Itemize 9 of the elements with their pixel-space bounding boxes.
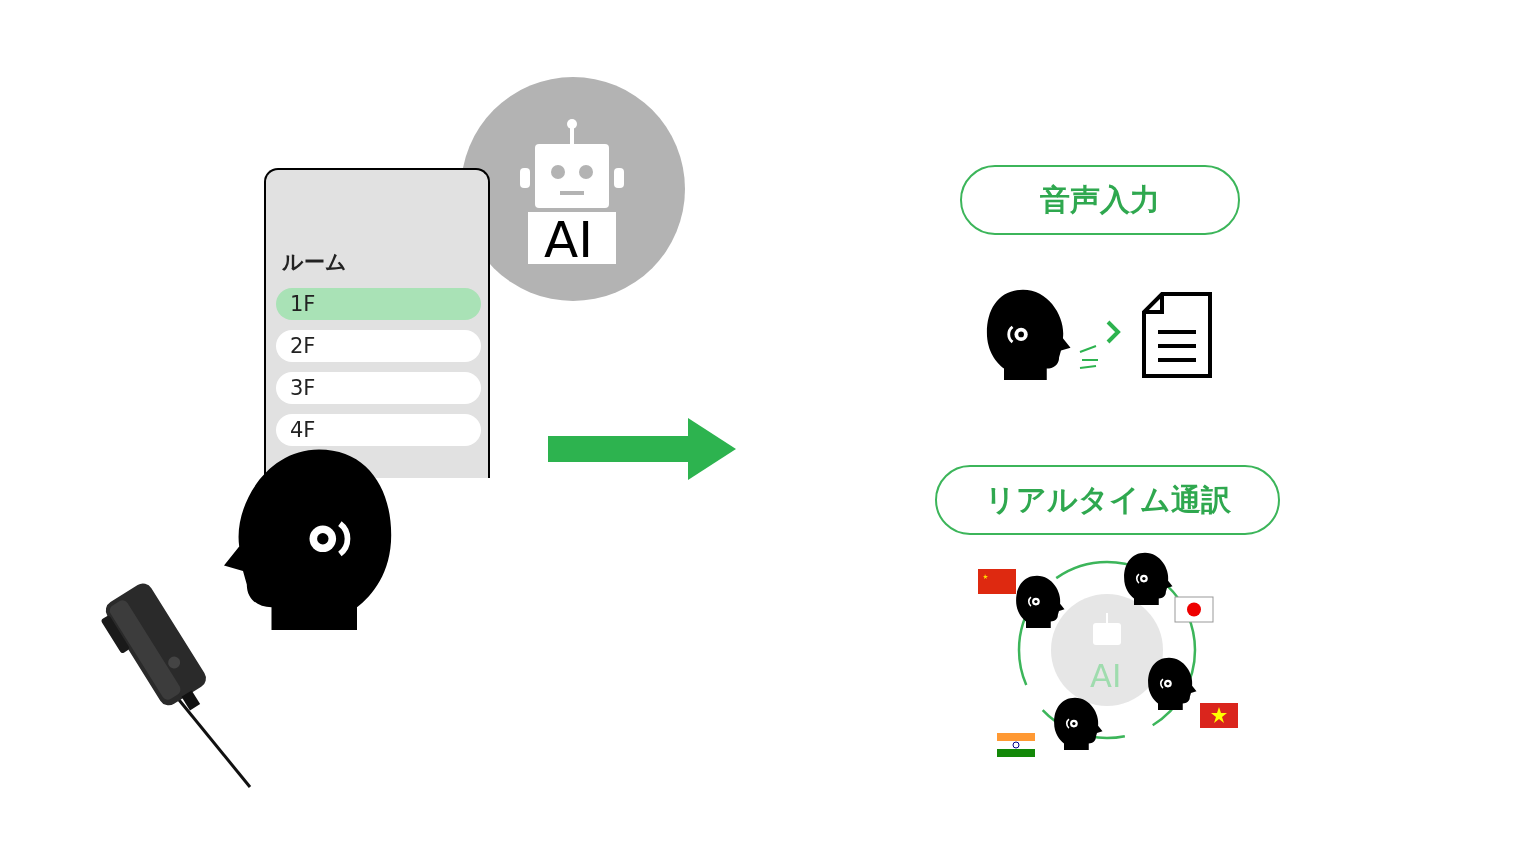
room-option: 4F bbox=[276, 414, 481, 446]
room-option: 1F bbox=[276, 288, 481, 320]
ai-label: AI bbox=[1090, 658, 1122, 694]
ai-label: AI bbox=[544, 212, 593, 268]
section-heading: ルーム bbox=[282, 249, 347, 276]
room-option: 2F bbox=[276, 330, 481, 362]
room-option: 3F bbox=[276, 372, 481, 404]
category-label: 音声入力 bbox=[960, 165, 1240, 235]
category-label: リアルタイム通訳 bbox=[935, 465, 1280, 535]
